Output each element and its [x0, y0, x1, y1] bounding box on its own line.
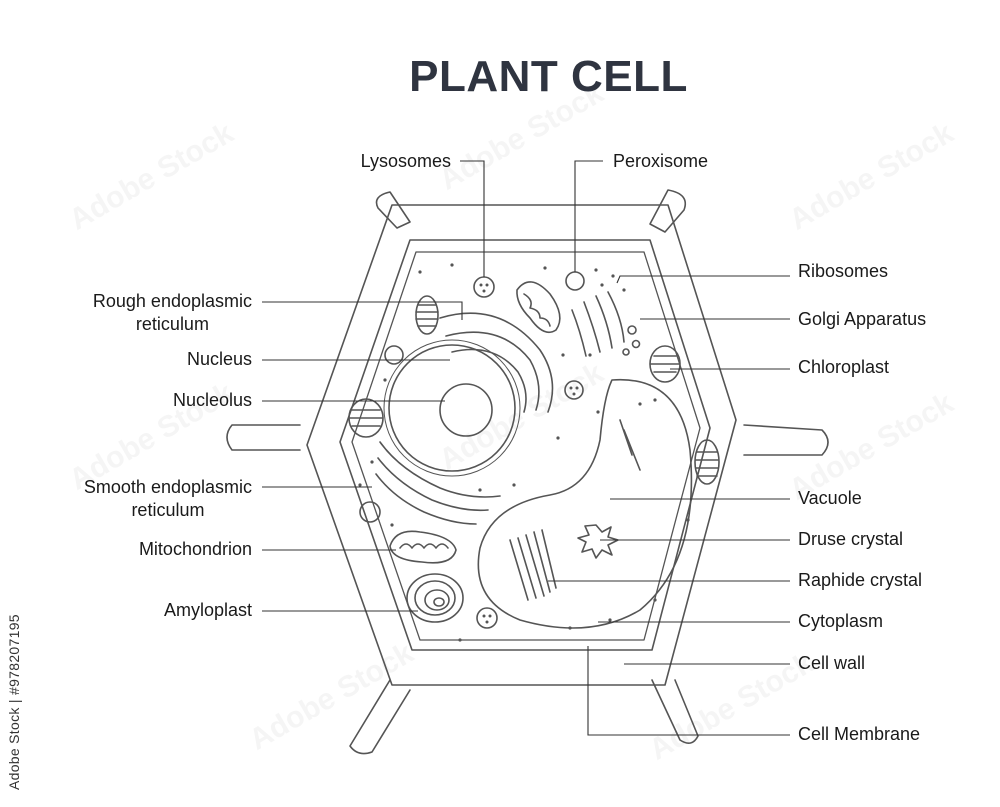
leader-cell-membrane — [587, 646, 790, 736]
label-druse-crystal: Druse crystal — [798, 529, 904, 549]
chloroplast — [415, 295, 439, 335]
label-cell-wall: Cell wall — [798, 653, 866, 673]
vesicle — [384, 345, 404, 365]
wall-band-left — [226, 424, 301, 451]
label-rough-er: Rough endoplasmic reticulum — [92, 291, 252, 334]
lysosome — [473, 276, 495, 298]
wall-band-bottom-right — [651, 679, 699, 744]
wall-band-bottom-left — [349, 679, 411, 755]
label-nucleolus: Nucleolus — [172, 390, 252, 410]
label-lysosomes: Lysosomes — [360, 151, 451, 171]
vacuole-streak — [619, 419, 641, 471]
label-raphide-crystal: Raphide crystal — [798, 570, 923, 590]
cell-membrane — [351, 251, 701, 641]
label-vacuole: Vacuole — [798, 488, 862, 508]
lysosome — [564, 380, 584, 400]
wall-band-top-left — [375, 191, 411, 229]
rough-er — [439, 312, 554, 413]
label-peroxisome: Peroxisome — [613, 151, 709, 171]
cell-wall-inner — [339, 239, 711, 651]
label-golgi-apparatus: Golgi Apparatus — [798, 309, 927, 329]
golgi-vesicle — [622, 348, 630, 356]
chloroplast — [348, 398, 384, 438]
lysosome — [476, 607, 498, 629]
stock-credit: Adobe Stock | #978207195 — [6, 614, 22, 790]
mitochondrion — [516, 281, 561, 334]
label-cytoplasm: Cytoplasm — [798, 611, 884, 631]
peroxisome — [565, 271, 585, 291]
raphide-crystal — [509, 529, 557, 601]
label-smooth-er: Smooth endoplasmic reticulum — [83, 477, 252, 520]
chloroplast — [694, 439, 720, 485]
leader-rough-er — [262, 301, 463, 320]
nucleus-envelope — [383, 339, 521, 477]
golgi-vesicle — [627, 325, 637, 335]
page-title: PLANT CELL — [409, 52, 688, 101]
nucleolus — [439, 383, 493, 437]
mitochondrion — [389, 530, 457, 564]
smooth-er — [375, 441, 501, 525]
cell-wall-outer — [306, 204, 737, 686]
druse-crystal — [577, 524, 619, 559]
vacuole — [477, 378, 693, 629]
golgi-vesicle — [631, 339, 641, 349]
label-cell-membrane: Cell Membrane — [798, 724, 921, 744]
chloroplast — [649, 345, 681, 383]
leader-peroxisome — [574, 160, 603, 272]
amyloplast — [406, 573, 464, 623]
label-ribosomes: Ribosomes — [798, 261, 889, 281]
vesicle — [359, 501, 381, 523]
wall-band-right — [743, 424, 829, 456]
nucleus — [388, 344, 516, 472]
leader-ribosomes — [616, 275, 790, 284]
wall-band-top-right — [649, 189, 687, 233]
label-amyloplast: Amyloplast — [163, 600, 252, 620]
golgi — [571, 291, 625, 357]
label-mitochondrion: Mitochondrion — [138, 539, 252, 559]
leader-lysosomes — [460, 160, 485, 277]
label-chloroplast: Chloroplast — [798, 357, 890, 377]
label-nucleus: Nucleus — [186, 349, 252, 369]
